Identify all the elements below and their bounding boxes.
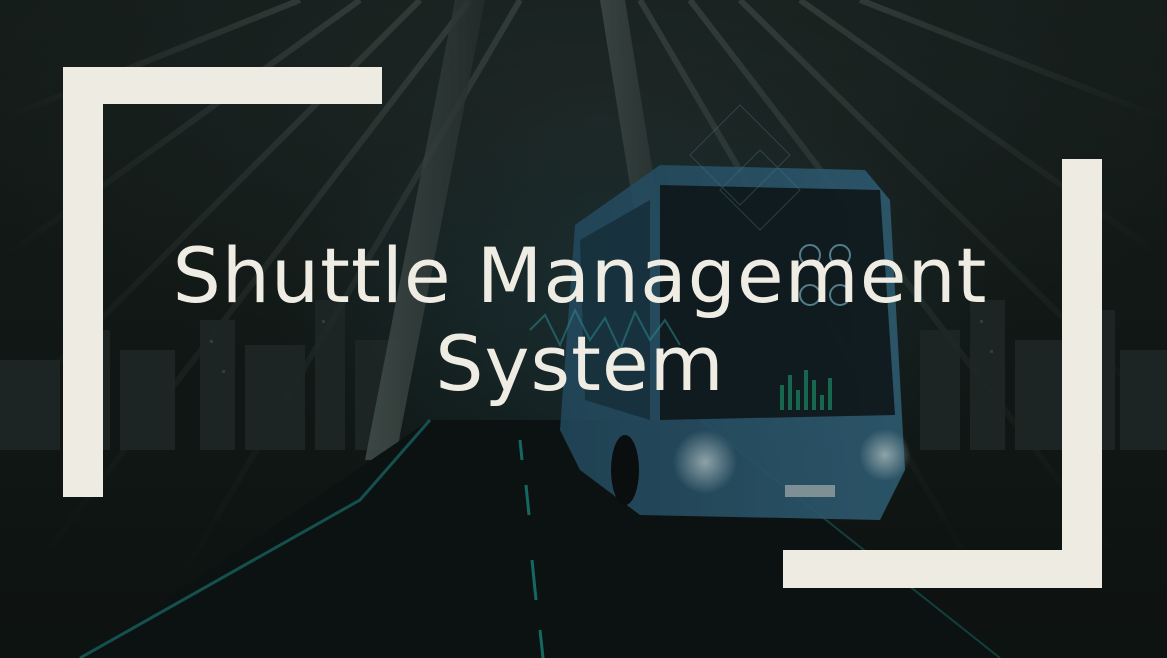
bridge-pylon-left [365, 0, 485, 460]
frame-top-left-vertical [63, 67, 103, 497]
frame-top-left-horizontal [63, 67, 382, 104]
slide-title-line-1: Shuttle Management [172, 231, 988, 320]
frame-bottom-right-horizontal [783, 550, 1102, 588]
slide-title-line-2: System [435, 319, 725, 408]
frame-bottom-right-vertical [1062, 159, 1102, 588]
electric-bus [560, 165, 911, 520]
slide-title: Shuttle Management System [130, 232, 1030, 408]
hud-waveform [529, 307, 681, 353]
